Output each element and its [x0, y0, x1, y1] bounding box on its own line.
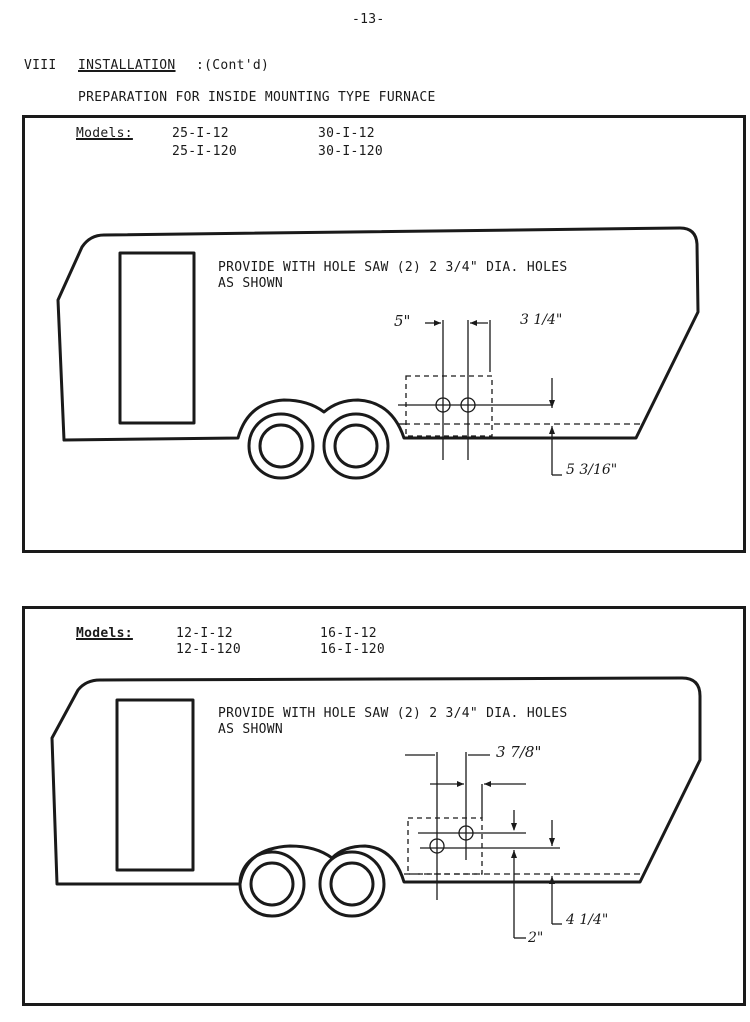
diagram-panel-1	[22, 115, 746, 553]
model-1b: 25-I-120	[172, 144, 238, 159]
wheel-1a	[247, 412, 315, 480]
page-number: -13-	[352, 12, 385, 27]
model-2a: 12-I-12	[176, 626, 233, 641]
dim-1-left: 5"	[394, 312, 411, 330]
wheel-2b	[318, 850, 386, 918]
instruction-1-line2: AS SHOWN	[218, 276, 284, 291]
dim-2-height: 4 1/4"	[566, 912, 609, 928]
door-2	[115, 698, 195, 872]
section-title: INSTALLATION	[78, 58, 176, 73]
model-2b: 12-I-120	[176, 642, 242, 657]
dim-2-spacing: 3 7/8"	[496, 743, 542, 761]
instruction-2-line2: AS SHOWN	[218, 722, 284, 737]
furnace-outline-1	[405, 375, 493, 437]
dim-2-lower: 2"	[528, 930, 544, 946]
door-1	[118, 251, 196, 425]
trailer-outline-1	[56, 226, 700, 442]
instruction-2-line1: PROVIDE WITH HOLE SAW (2) 2 3/4" DIA. HO…	[218, 706, 568, 721]
instruction-1-line1: PROVIDE WITH HOLE SAW (2) 2 3/4" DIA. HO…	[218, 260, 568, 275]
model-1c: 30-I-12	[318, 126, 375, 141]
model-2d: 16-I-120	[320, 642, 386, 657]
furnace-outline-2	[407, 817, 483, 875]
wheel-1b	[322, 412, 390, 480]
wheel-2a	[238, 850, 306, 918]
model-1d: 30-I-120	[318, 144, 384, 159]
trailer-outline-2	[50, 676, 702, 886]
page-subtitle: PREPARATION FOR INSIDE MOUNTING TYPE FUR…	[78, 90, 436, 105]
diagram-panel-2	[22, 606, 746, 1006]
dim-1-height: 5 3/16"	[566, 462, 618, 478]
dim-1-spacing: 3 1/4"	[520, 312, 563, 328]
model-2c: 16-I-12	[320, 626, 377, 641]
section-numeral: VIII	[24, 58, 57, 73]
models-label-1: Models:	[76, 126, 133, 141]
model-1a: 25-I-12	[172, 126, 229, 141]
section-suffix: :(Cont'd)	[196, 58, 270, 73]
models-label-2: Models:	[76, 626, 133, 641]
